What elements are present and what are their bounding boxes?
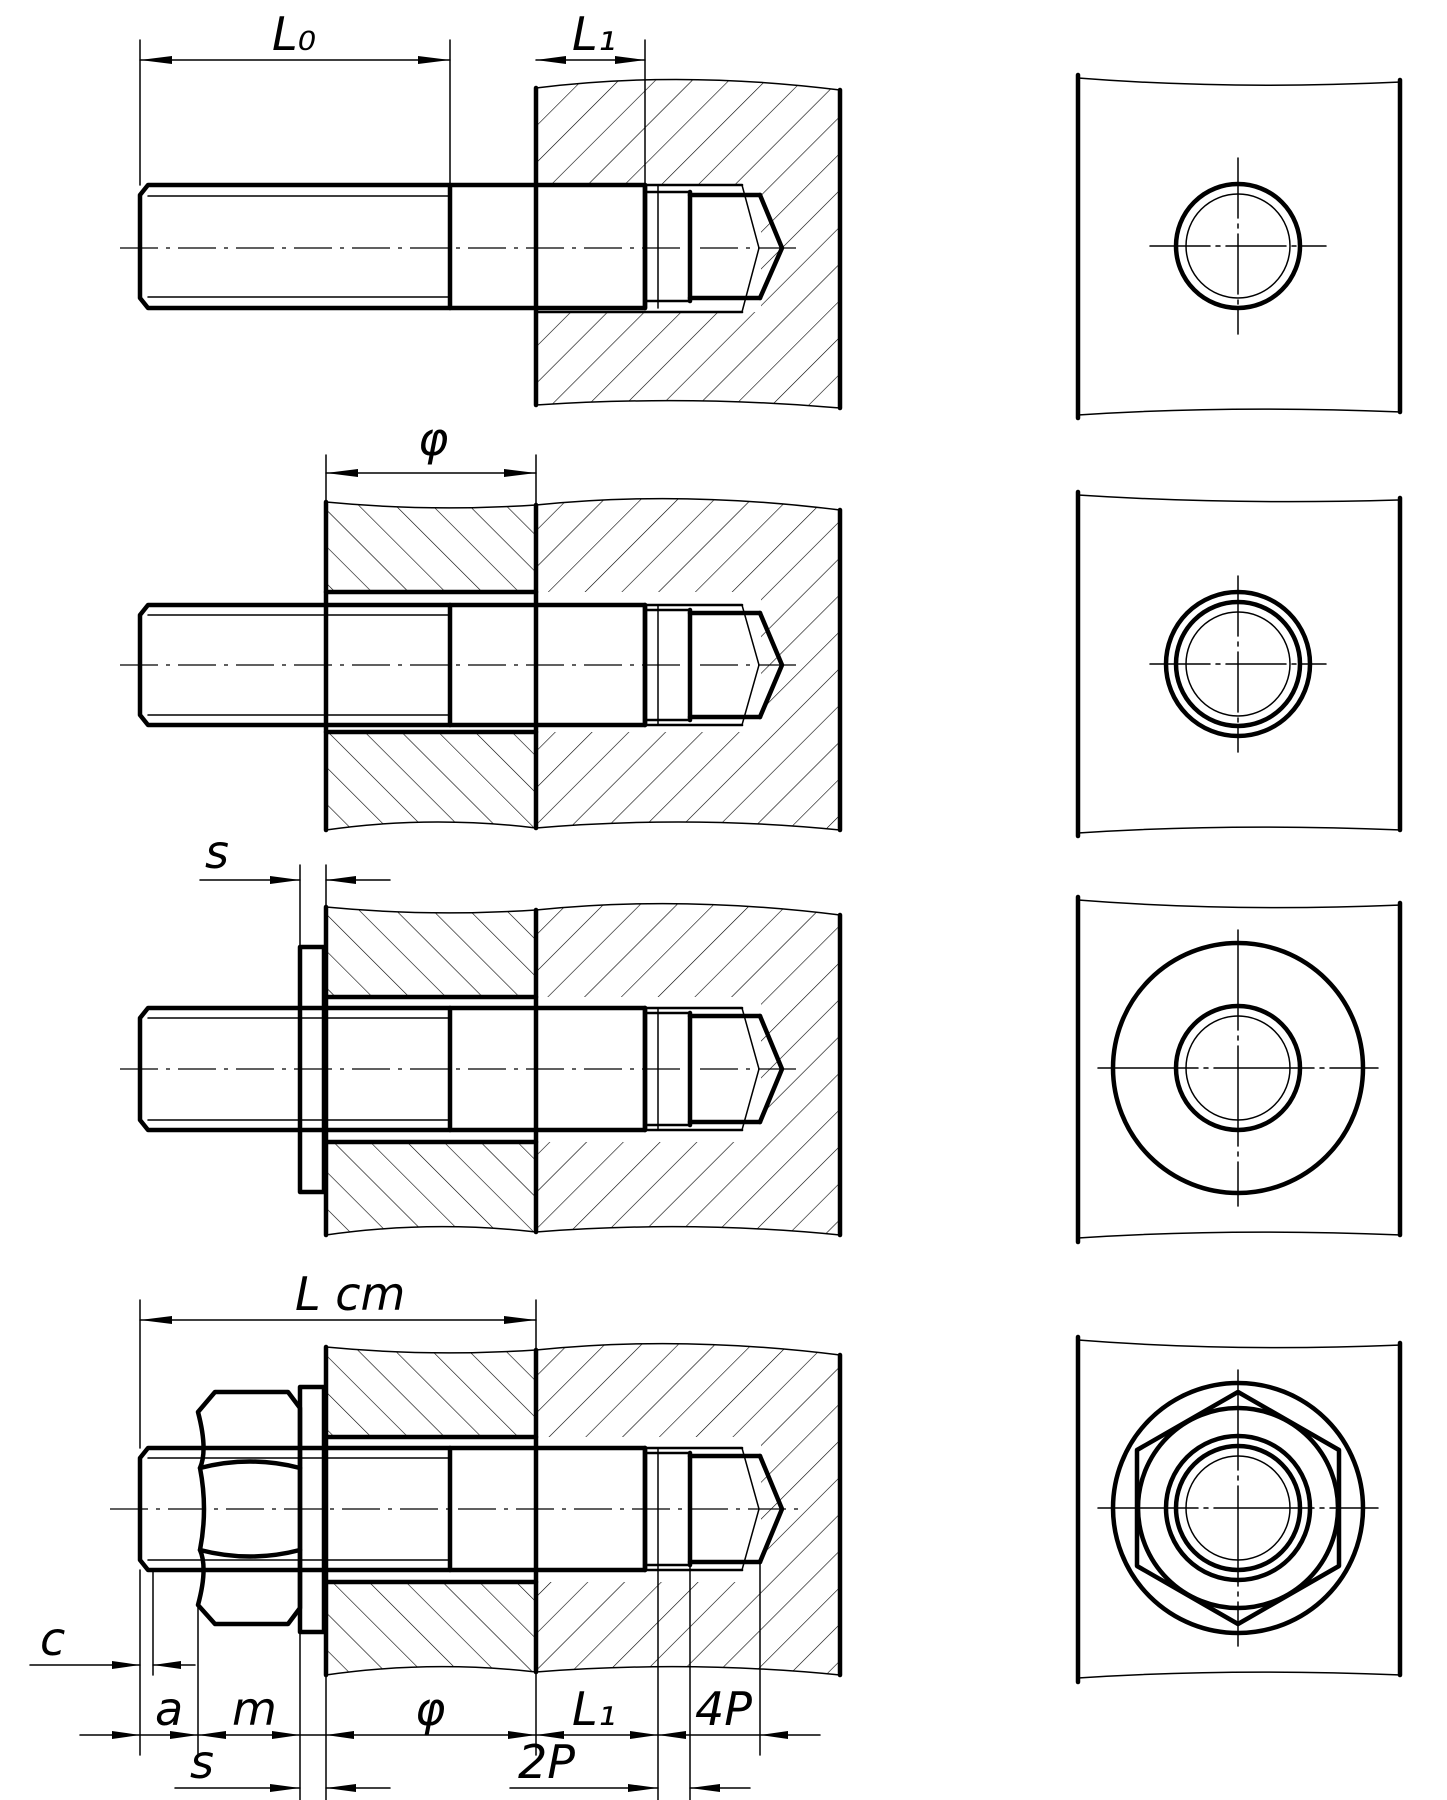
label-4P: 4P [695,1682,752,1736]
label-c: c [40,1612,65,1666]
label-s-view3: s [205,825,229,879]
section-view-2: φ [120,412,843,833]
end-view-2 [1075,489,1403,839]
section-view-3: s [120,825,843,1238]
section-view-1: L₀ L₁ [120,7,843,411]
label-s-view4: s [190,1735,214,1789]
dimension-row-bottom: s 2P [174,1735,751,1792]
label-L1-view4: L₁ [572,1682,616,1736]
dimension-L1-top: L₁ [535,7,646,186]
dimension-Lcm: L cm [139,1267,537,1449]
dimension-L0: L₀ [139,7,451,186]
dimension-phi-view2: φ [325,412,537,506]
label-Lcm: L cm [295,1267,405,1321]
section-view-4: L cm c [29,1267,843,1800]
label-a: a [155,1682,183,1736]
end-view-3 [1075,894,1403,1245]
end-view-4 [1075,1334,1403,1685]
label-2P: 2P [518,1735,575,1789]
label-L0: L₀ [272,7,316,61]
label-phi-view4: φ [415,1682,445,1736]
label-phi-view2: φ [418,412,448,466]
dimension-s-view3: s [199,825,391,948]
dimension-c: c [29,1612,196,1669]
dimension-row-lower: a m φ L₁ 4P [79,1682,821,1739]
label-L1-top: L₁ [572,7,616,61]
label-m: m [232,1682,277,1736]
end-view-1 [1075,72,1403,421]
nut [195,1389,303,1627]
